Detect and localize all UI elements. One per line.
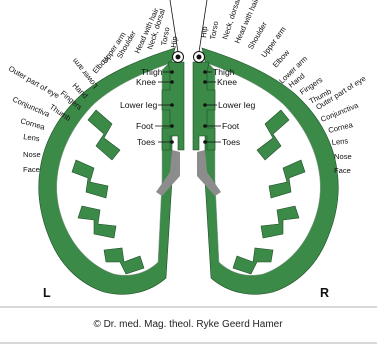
right-label-lower-leg: Lower leg [218, 100, 255, 110]
left-hemisphere [39, 48, 184, 294]
right-label-cornea: Cornea [327, 120, 354, 135]
right-lower-leg-dot [203, 103, 207, 107]
left-label-cornea: Cornea [19, 116, 46, 132]
right-foot-dot [203, 124, 207, 128]
left-label-knee: Knee [136, 77, 156, 87]
left-label-hip: Hip [169, 36, 179, 48]
left-label-thigh: Thigh [141, 67, 163, 77]
left-lower-leg-dot [170, 103, 174, 107]
left-knee-dot [170, 80, 174, 84]
right-label-thigh: Thigh [213, 67, 235, 77]
right-toes-dot [203, 140, 207, 144]
left-label-lower-leg: Lower leg [120, 100, 157, 110]
right-label-knee: Knee [217, 77, 237, 87]
right-knee-dot [203, 80, 207, 84]
left-label-toes: Toes [137, 137, 155, 147]
side-label-left: L [43, 286, 51, 300]
credit-text: © Dr. med. Mag. theol. Ryke Geerd Hamer [93, 319, 283, 330]
side-label-right: R [320, 286, 329, 300]
right-hip-target-center [197, 55, 202, 60]
left-label-face: Face [23, 165, 40, 174]
left-label-lens: Lens [23, 132, 41, 143]
right-label-torso: Torso [208, 20, 220, 40]
left-label-conjunctiva: Conjunctiva [11, 95, 52, 120]
right-label-foot: Foot [222, 121, 240, 131]
right-label-toes: Toes [222, 137, 240, 147]
right-label-face: Face [334, 166, 351, 175]
left-label-foot: Foot [136, 121, 154, 131]
left-label-nose: Nose [23, 150, 41, 159]
right-label-nose: Nose [334, 152, 352, 161]
right-thigh-dot [203, 70, 207, 74]
left-toes-dot [170, 140, 174, 144]
left-foot-dot [170, 124, 174, 128]
left-hip-target-center [176, 55, 181, 60]
left-thigh-dot [170, 70, 174, 74]
right-label-lens: Lens [331, 136, 349, 147]
right-label-elbow: Elbow [271, 48, 292, 70]
